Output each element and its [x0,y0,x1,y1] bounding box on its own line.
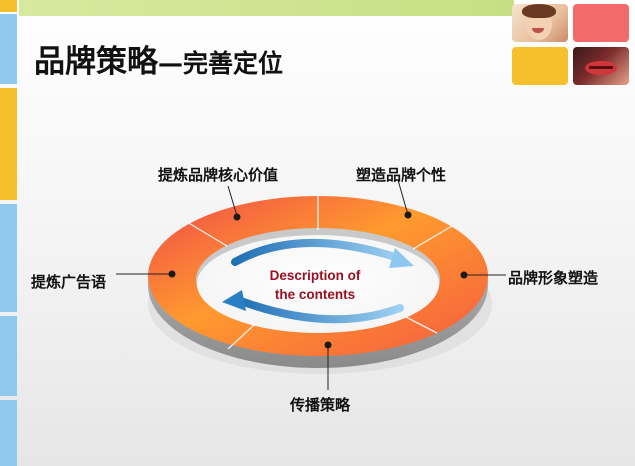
dot-slogan [168,270,176,278]
label-core-value: 提炼品牌核心价值 [158,166,279,184]
title-sub: —完善定位 [158,49,284,78]
top-color-bar [19,0,514,16]
segment-dividers [186,196,453,350]
center-line-2: the contents [274,287,356,302]
dot-communication [324,341,332,349]
label-communication: 传播策略 [290,396,351,414]
dot-core-value [233,213,241,221]
pink-tile [573,4,629,42]
label-brand-image: 品牌形象塑造 [508,269,599,287]
dot-personality [404,211,412,219]
center-line-1: Description of [269,268,361,283]
arrow-top [231,239,402,266]
dot-image [460,271,468,279]
title-main: 品牌策略 [34,44,158,80]
slide-title: 品牌策略—完善定位 [34,36,283,81]
label-slogan: 提炼广告语 [31,273,107,291]
left-color-bar [0,0,17,466]
label-personality: 塑造品牌个性 [356,166,447,184]
arrow-bottom [234,296,404,324]
arrow-top-head [389,248,414,268]
center-description: Description of the contents [250,266,380,304]
yellow-tile [512,47,568,85]
smiling-woman-photo [512,4,568,42]
lips-closeup-photo [573,47,629,85]
arrow-bottom-head [222,290,246,311]
connectors [116,179,506,390]
